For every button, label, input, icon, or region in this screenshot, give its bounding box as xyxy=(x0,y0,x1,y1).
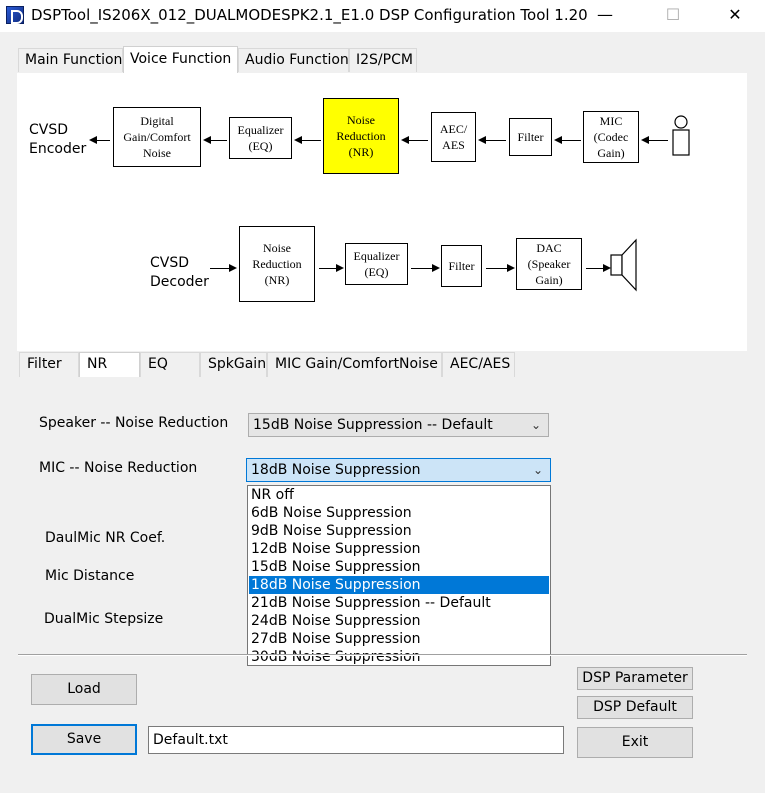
cvsd-decoder-label: CVSD Decoder xyxy=(150,255,209,290)
exit-button[interactable]: Exit xyxy=(577,727,693,758)
arrow-to-aec xyxy=(478,136,506,144)
divider xyxy=(18,654,747,656)
dropdown-option[interactable]: 6dB Noise Suppression xyxy=(251,505,412,521)
filter-block[interactable]: Filter xyxy=(509,118,552,156)
speaker-nr-value: 15dB Noise Suppression -- Default xyxy=(253,417,493,433)
digital-gain-block[interactable]: Digital Gain/Comfort Noise xyxy=(113,107,201,167)
tab-i2s-pcm[interactable]: I2S/PCM xyxy=(349,48,417,72)
aec-aes-block[interactable]: AEC/ AES xyxy=(431,112,476,162)
arrow-to-dac xyxy=(486,264,515,272)
dsp-default-button[interactable]: DSP Default xyxy=(577,696,693,719)
title-bar: DSPTool_IS206X_012_DUALMODESPK2.1_E1.0 D… xyxy=(0,0,765,32)
dropdown-option[interactable]: 21dB Noise Suppression -- Default xyxy=(251,595,491,611)
mic-nr-select[interactable]: 18dB Noise Suppression ⌄ xyxy=(246,458,551,482)
mic-nr-label: MIC -- Noise Reduction xyxy=(39,460,198,476)
arrow-to-mic xyxy=(641,136,668,144)
dropdown-option-selected[interactable]: 18dB Noise Suppression xyxy=(249,576,549,594)
dac-speaker-gain-block[interactable]: DAC (Speaker Gain) xyxy=(516,238,582,290)
arrow-from-decoder xyxy=(210,264,237,272)
window-title: DSPTool_IS206X_012_DUALMODESPK2.1_E1.0 D… xyxy=(31,6,588,24)
arrow-to-decoder-filter xyxy=(411,264,440,272)
dropdown-option[interactable]: 27dB Noise Suppression xyxy=(251,631,421,647)
file-name-input[interactable] xyxy=(148,726,564,754)
dualmic-coef-label: DaulMic NR Coef. xyxy=(45,530,166,546)
decoder-noise-reduction-block[interactable]: Noise Reduction (NR) xyxy=(239,226,315,302)
tab-aec-aes[interactable]: AEC/AES xyxy=(442,352,515,377)
tab-filter[interactable]: Filter xyxy=(19,352,79,377)
decoder-equalizer-block[interactable]: Equalizer (EQ) xyxy=(345,243,408,285)
save-button[interactable]: Save xyxy=(31,724,137,755)
microphone-icon xyxy=(670,114,692,158)
mic-nr-value: 18dB Noise Suppression xyxy=(251,462,421,478)
equalizer-block[interactable]: Equalizer (EQ) xyxy=(229,117,292,159)
app-icon xyxy=(6,6,24,24)
tab-eq[interactable]: EQ xyxy=(140,352,200,377)
arrow-to-speaker xyxy=(586,264,611,272)
dropdown-option[interactable]: 9dB Noise Suppression xyxy=(251,523,412,539)
decoder-filter-block[interactable]: Filter xyxy=(441,245,482,287)
maximize-button[interactable]: ☐ xyxy=(665,5,681,24)
arrow-to-decoder-eq xyxy=(319,264,344,272)
dropdown-option[interactable]: NR off xyxy=(251,487,294,503)
arrow-to-digital-gain xyxy=(203,136,227,144)
mic-codec-gain-block[interactable]: MIC (Codec Gain) xyxy=(583,111,639,163)
tab-main-function[interactable]: Main Function xyxy=(18,48,123,72)
minimize-button[interactable]: — xyxy=(597,5,613,24)
speaker-nr-label: Speaker -- Noise Reduction xyxy=(39,415,229,431)
dropdown-option[interactable]: 15dB Noise Suppression xyxy=(251,559,421,575)
dropdown-option[interactable]: 24dB Noise Suppression xyxy=(251,613,421,629)
tab-voice-function[interactable]: Voice Function xyxy=(123,46,238,74)
cvsd-encoder-label: CVSD Encoder xyxy=(29,122,87,157)
dropdown-option[interactable]: 30dB Noise Suppression xyxy=(251,649,421,665)
arrow-to-noise-reduction xyxy=(401,136,428,144)
chevron-down-icon: ⌄ xyxy=(530,418,541,432)
mic-nr-dropdown-list: NR off 6dB Noise Suppression 9dB Noise S… xyxy=(247,485,551,666)
dsp-parameter-button[interactable]: DSP Parameter xyxy=(577,667,693,690)
speaker-nr-select[interactable]: 15dB Noise Suppression -- Default ⌄ xyxy=(248,413,549,437)
arrow-to-equalizer xyxy=(294,136,321,144)
dropdown-option[interactable]: 12dB Noise Suppression xyxy=(251,541,421,557)
load-button[interactable]: Load xyxy=(31,674,137,705)
close-button[interactable]: ✕ xyxy=(728,5,742,24)
noise-reduction-block[interactable]: Noise Reduction (NR) xyxy=(323,98,399,174)
speaker-icon xyxy=(610,238,640,292)
mic-distance-label: Mic Distance xyxy=(45,568,135,584)
tab-audio-function[interactable]: Audio Function xyxy=(238,48,349,72)
arrow-to-encoder xyxy=(89,136,110,144)
dualmic-stepsize-label: DualMic Stepsize xyxy=(44,611,164,627)
chevron-down-icon: ⌄ xyxy=(532,463,543,477)
tab-mic-gain-comfortnoise[interactable]: MIC Gain/ComfortNoise xyxy=(267,352,442,377)
arrow-to-filter xyxy=(554,136,581,144)
tab-spkgain[interactable]: SpkGain xyxy=(200,352,267,377)
tab-nr[interactable]: NR xyxy=(79,352,140,377)
